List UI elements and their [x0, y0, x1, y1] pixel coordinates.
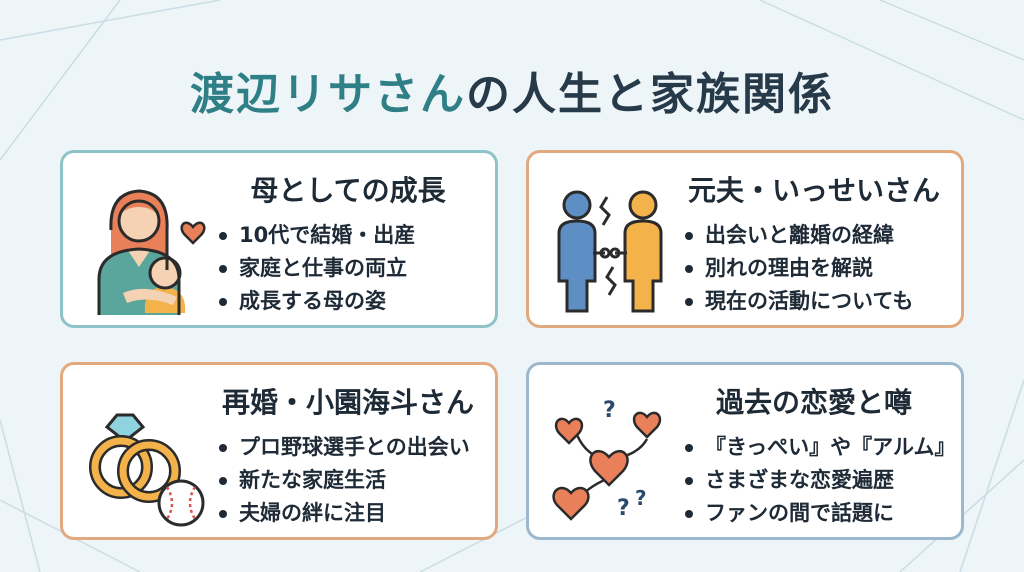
bullet-item: プロ野球選手との出会い: [213, 431, 470, 464]
card-title: 母としての成長: [250, 174, 446, 207]
card-title: 再婚・小園海斗さん: [221, 386, 474, 419]
bullet-item: 成長する母の姿: [213, 285, 415, 318]
card-ex-husband: 元夫・いっせいさん 出会いと離婚の経緯 別れの理由を解説 現在の活動についても: [526, 150, 964, 328]
svg-text:?: ?: [635, 486, 647, 510]
page-title-accent: 渡辺リサさん: [190, 69, 466, 120]
rings-baseball-icon: [89, 413, 205, 527]
bullet-item: 出会いと離婚の経緯: [679, 219, 913, 252]
bullet-item: 『きっぺい』や『アルム』: [679, 431, 956, 464]
bullet-list: 出会いと離婚の経緯 別れの理由を解説 現在の活動についても: [679, 219, 913, 318]
bullet-list: 10代で結婚・出産 家庭と仕事の両立 成長する母の姿: [213, 219, 415, 318]
card-title: 元夫・いっせいさん: [687, 174, 940, 207]
card-past-romance: ? ? ? 過去の恋愛と噂 『きっぺい』や『アルム』 さまざまな恋愛遍歴 ファン…: [526, 362, 964, 540]
hearts-question-icon: ? ? ?: [552, 398, 662, 521]
bullet-item: ファンの間で話題に: [679, 497, 956, 530]
bullet-item: 新たな家庭生活: [213, 464, 470, 497]
card-remarriage: 再婚・小園海斗さん プロ野球選手との出会い 新たな家庭生活 夫婦の絆に注目: [60, 362, 498, 540]
bullet-list: 『きっぺい』や『アルム』 さまざまな恋愛遍歴 ファンの間で話題に: [679, 431, 956, 530]
card-title: 過去の恋愛と噂: [715, 386, 912, 419]
bullet-item: 10代で結婚・出産: [213, 219, 415, 252]
bullet-item: さまざまな恋愛遍歴: [679, 464, 956, 497]
bullet-item: 夫婦の絆に注目: [213, 497, 470, 530]
page-title-rest: の人生と家族関係: [466, 69, 834, 120]
card-mother-growth: 母としての成長 10代で結婚・出産 家庭と仕事の両立 成長する母の姿: [60, 150, 498, 328]
bullet-list: プロ野球選手との出会い 新たな家庭生活 夫婦の絆に注目: [213, 431, 470, 530]
bullet-item: 別れの理由を解説: [679, 252, 913, 285]
mother-baby-icon: [97, 189, 206, 315]
page-title: 渡辺リサさんの人生と家族関係: [0, 58, 1024, 122]
svg-text:?: ?: [617, 496, 630, 521]
bullet-item: 現在の活動についても: [679, 285, 913, 318]
broken-link-couple-icon: [557, 190, 663, 313]
svg-text:?: ?: [603, 398, 616, 423]
bullet-item: 家庭と仕事の両立: [213, 252, 415, 285]
